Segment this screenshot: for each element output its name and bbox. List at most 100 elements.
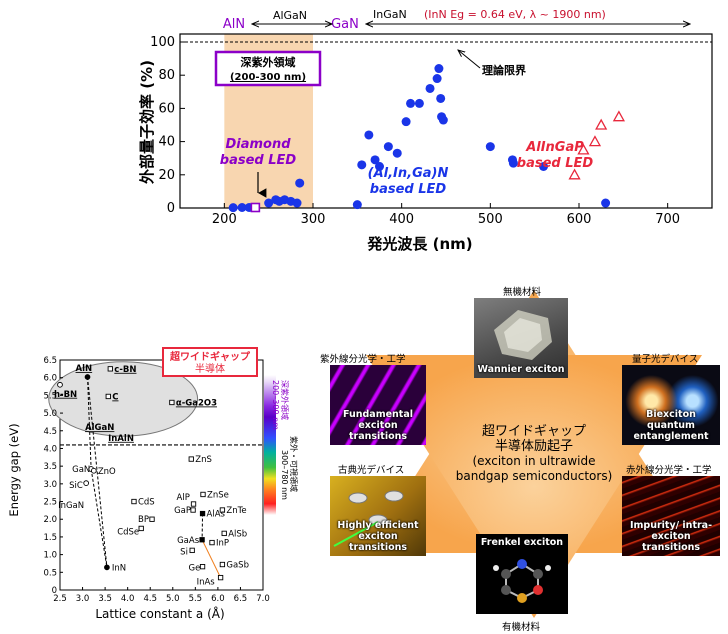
diamond-label-1: Diamond [225, 137, 291, 152]
material-label: ZnSe [207, 490, 229, 500]
hexagram-center: 超ワイドギャップ 半導体励起子 (exciton in ultrawide ba… [448, 424, 620, 484]
nitride-point [508, 158, 518, 168]
material-point [83, 480, 90, 486]
bl-x-tick-label: 5.0 [166, 594, 180, 604]
top-x-tick-label: 600 [567, 212, 592, 227]
bl-y-tick-label: 3.0 [43, 480, 57, 490]
nitride-point [406, 98, 416, 108]
material-point [199, 563, 206, 570]
nitride-point [539, 162, 549, 171]
bl-y-tick-label: 5.0 [43, 409, 57, 419]
diamond-label-2: based LED [220, 153, 297, 168]
nitride-label-2: based LED [370, 182, 447, 197]
top-y-tick-label: 40 [158, 135, 175, 150]
nitride-point [383, 142, 393, 152]
material-label: ZnS [195, 455, 212, 465]
header-ingan: InGaN [373, 8, 407, 21]
material-label: Si [180, 547, 188, 557]
vis-band-text: 紫外・可視領域 [289, 436, 299, 492]
material-label: AlP [177, 493, 190, 503]
material-label: α-Ga2O3 [176, 398, 217, 408]
infrared-image: Impurity/ intra-exciton transitions [622, 476, 720, 556]
tie-line [87, 376, 108, 568]
bl-x-tick-label: 3.5 [98, 594, 112, 604]
bl-x-tick-label: 7.0 [256, 594, 270, 604]
bl-x-tick-label: 5.5 [189, 594, 203, 604]
diamond-point [250, 202, 261, 213]
material-label: InP [216, 539, 229, 549]
material-label: SiC [69, 481, 83, 491]
alingap-point [595, 118, 608, 130]
bl-x-tick-label: 4.0 [121, 594, 135, 604]
center-line-1: 超ワイドギャップ [481, 424, 586, 439]
caption-lower-right: Impurity/ intra-exciton transitions [629, 520, 713, 553]
top-x-tick-label: 500 [478, 212, 503, 227]
nitride-point [264, 198, 274, 208]
nitride-point [295, 178, 305, 188]
laser-diode-icon [333, 490, 404, 547]
uv-label-box [214, 50, 322, 87]
bl-y-tick-label: 3.5 [43, 462, 57, 472]
bl-x-tick-label: 3.0 [76, 594, 90, 604]
caption-upper-right: Biexciton quantum entanglement [633, 409, 709, 442]
material-point [199, 510, 206, 517]
nitride-point [364, 130, 374, 140]
caption-top: Wannier exciton [477, 364, 565, 375]
material-point [209, 539, 215, 546]
material-point [104, 564, 110, 571]
field-label-lower-left: 古典光デバイス [338, 465, 405, 476]
bl-x-tick-label: 6.0 [211, 594, 225, 604]
top-xlabel: 発光波長 (nm) [366, 235, 472, 253]
field-label-upper-left: 紫外線分光学・工学 [320, 354, 406, 365]
material-label: AlN [76, 364, 93, 374]
fundamental-image: Fundamental exciton transitions [330, 365, 426, 445]
uv-band-range: 200–300 nm [271, 380, 280, 430]
bl-y-tick-label: 6.5 [43, 356, 57, 366]
material-label: AlAs [207, 510, 226, 520]
alingap-label-1: AlInGaP [525, 140, 584, 155]
top-x-tick-label: 300 [301, 212, 326, 227]
nitride-point [370, 155, 380, 165]
material-point [219, 561, 226, 568]
nitride-point [438, 115, 448, 125]
material-label: CdS [138, 498, 155, 508]
material-point [219, 507, 226, 513]
header-aln: AlN [223, 17, 245, 32]
crystal-icon [494, 310, 552, 360]
field-label-top: 無機材料 [503, 287, 542, 298]
material-point [169, 399, 175, 406]
nitride-point [292, 198, 302, 208]
material-point [105, 393, 111, 400]
top-y-tick-label: 20 [158, 168, 175, 183]
nitride-point [485, 142, 495, 152]
wannier-image: Wannier exciton [474, 298, 568, 378]
nitride-point [436, 93, 446, 103]
material-label: GaAs [177, 536, 200, 546]
material-point [189, 547, 195, 554]
nitride-point [375, 162, 384, 171]
top-x-tick-label: 400 [389, 212, 414, 227]
material-label: AlGaN [85, 423, 114, 433]
material-point [131, 498, 137, 505]
material-point [149, 516, 155, 522]
alingap-point [612, 110, 626, 122]
bl-ylabel: Energy gap (eV) [7, 423, 21, 516]
nitride-point [401, 117, 411, 127]
bl-xlabel: Lattice constant a (Å) [95, 606, 224, 621]
nitride-point [237, 203, 247, 213]
tie-line [90, 468, 108, 568]
caption-lower-left: Highly efficient exciton transitions [337, 520, 419, 553]
material-point [199, 537, 205, 543]
bl-y-tick-label: 2.0 [43, 515, 57, 525]
nitride-point [357, 160, 367, 170]
theory-limit-pointer [458, 50, 481, 69]
uwbg-callout-box [162, 347, 258, 377]
top-x-tick-label: 700 [655, 212, 680, 227]
material-label: GaN [72, 465, 90, 475]
center-line-4: bandgap semiconductors) [455, 469, 613, 483]
material-label: InGaN [58, 501, 84, 511]
caption-bottom: Frenkel exciton [480, 537, 564, 548]
eqe-chart: AlN AlGaN GaN InGaN (InN Eg = 0.64 eV, λ… [138, 8, 713, 253]
material-label: CdSe [117, 527, 139, 537]
